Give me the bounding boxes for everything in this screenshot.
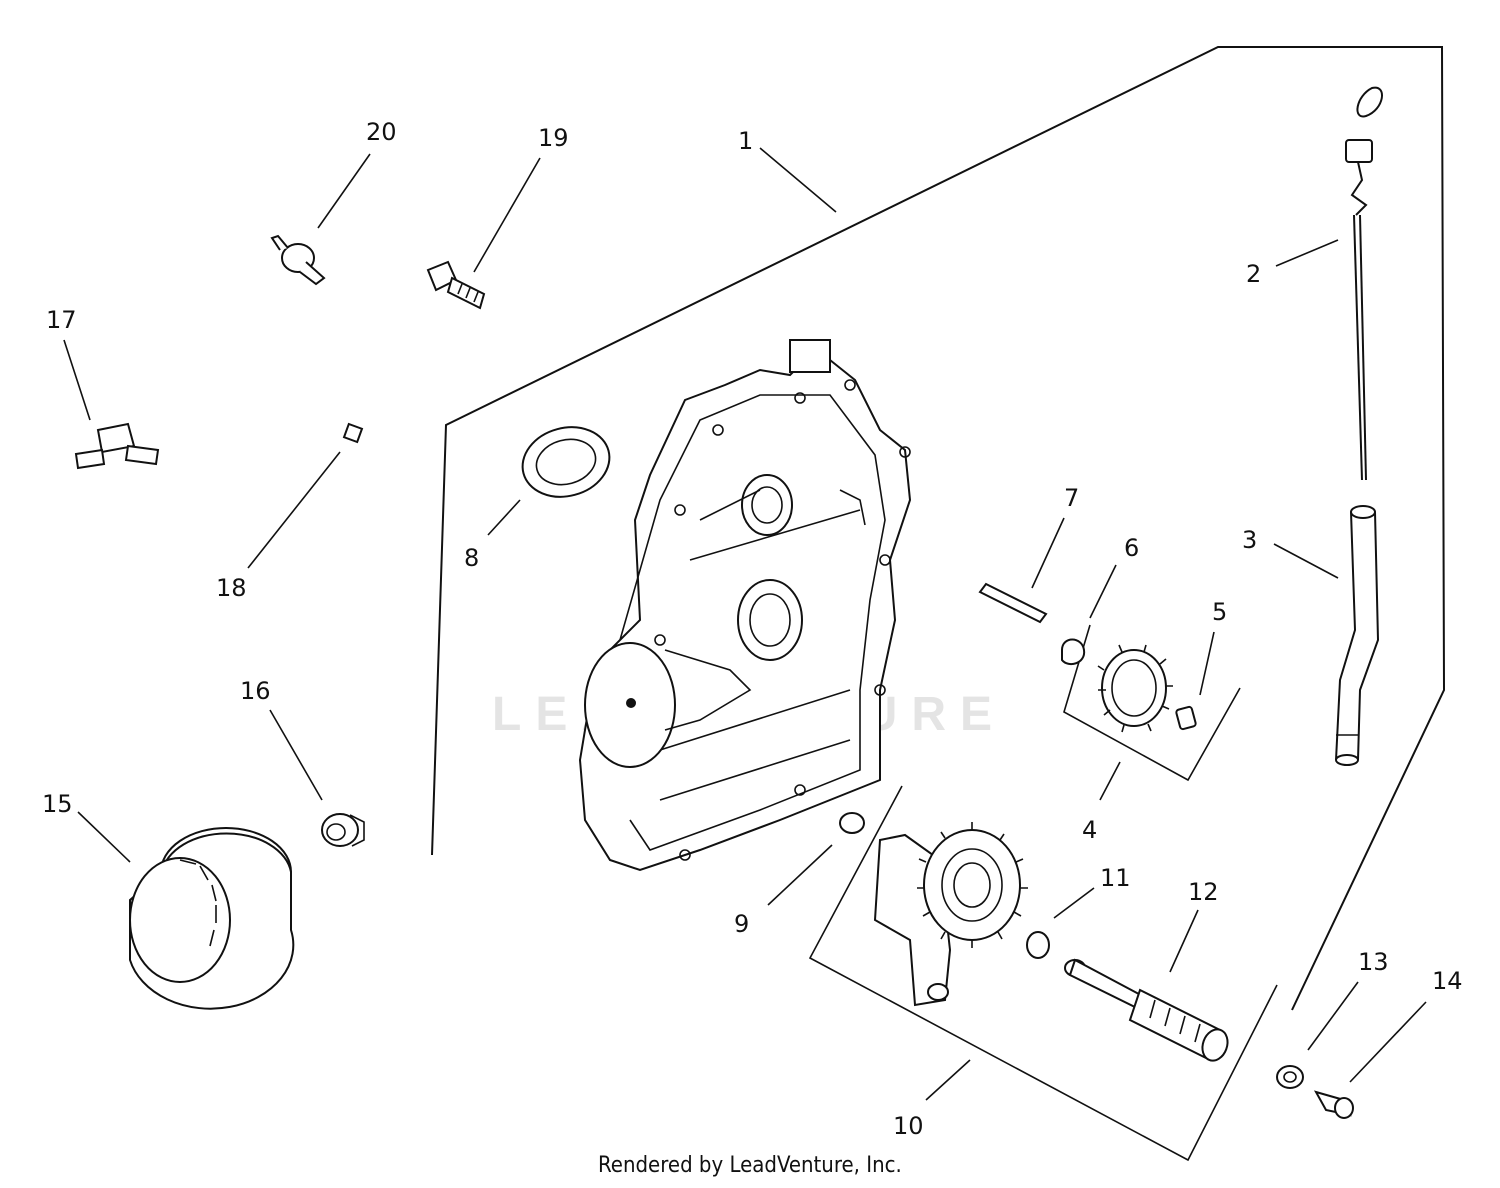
callout-5: 5: [1212, 598, 1227, 626]
callout-15: 15: [42, 790, 73, 818]
callout-16: 16: [240, 677, 271, 705]
washer-icon: [1276, 1065, 1304, 1089]
callout-12: 12: [1188, 878, 1219, 906]
dipstick-icon: [1345, 86, 1383, 481]
callout-7: 7: [1064, 484, 1079, 512]
seal-icon: [521, 426, 611, 498]
clip-icon: [1061, 638, 1086, 666]
elbow-fitting-icon: [74, 422, 160, 470]
leader-lines: [63, 147, 1427, 1101]
callout-8: 8: [464, 544, 479, 572]
pin-icon: [978, 582, 1048, 624]
pressure-switch-icon: [270, 234, 326, 286]
callout-2: 2: [1246, 260, 1261, 288]
oil-plug-icon: [321, 813, 365, 847]
gear-assembly-icon: [1097, 644, 1197, 733]
callout-1: 1: [738, 127, 753, 155]
small-o-ring-icon: [1026, 931, 1050, 959]
pickup-screen-icon: [1064, 958, 1229, 1062]
callout-4: 4: [1082, 816, 1097, 844]
oil-pump-icon: [873, 822, 1028, 1007]
callout-11: 11: [1100, 864, 1131, 892]
callout-3: 3: [1242, 526, 1257, 554]
callout-19: 19: [538, 124, 569, 152]
footer-credit: Rendered by LeadVenture, Inc.: [598, 1153, 902, 1178]
oil-filter-icon: [129, 827, 295, 1010]
subassembly-bracket-10: [808, 785, 1278, 1162]
callout-10: 10: [893, 1112, 924, 1140]
callout-17: 17: [46, 306, 77, 334]
closure-plate-icon: [578, 339, 912, 872]
callout-14: 14: [1432, 967, 1463, 995]
callout-13: 13: [1358, 948, 1389, 976]
dipstick-tube-icon: [1335, 505, 1380, 766]
callout-labels: 1 2 3 4 5 6 7 8 9 10 11 12 13 14 15 16 1…: [42, 118, 1463, 1140]
callout-18: 18: [216, 574, 247, 602]
o-ring-icon: [839, 812, 865, 834]
callout-20: 20: [366, 118, 397, 146]
callout-9: 9: [734, 910, 749, 938]
small-nut-icon: [342, 422, 364, 444]
callout-6: 6: [1124, 534, 1139, 562]
subassembly-bracket-4: [1063, 624, 1241, 782]
screw-icon: [426, 260, 486, 310]
assembly-boundary-1: [431, 46, 1446, 1011]
drain-plug-icon: [1313, 1090, 1354, 1119]
